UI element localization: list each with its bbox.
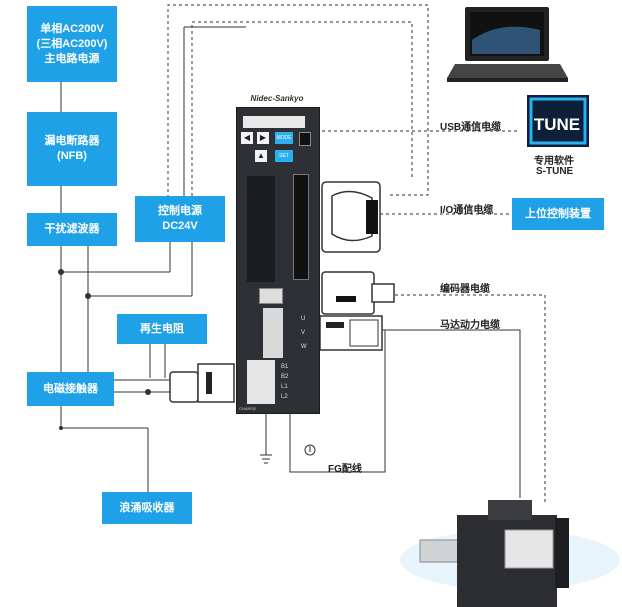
nfb-box: 漏电断路器 (NFB) — [27, 112, 117, 186]
upper-controller-label: 上位控制装置 — [525, 207, 591, 220]
power-terminal-connector-icon — [169, 363, 235, 403]
terminal-label-u: U — [301, 316, 306, 322]
uvw-terminal — [263, 308, 283, 358]
nfb-line1: 漏电断路器 — [44, 135, 100, 147]
regen-resistor-label: 再生电阻 — [140, 322, 184, 335]
usb-port — [299, 132, 311, 146]
terminal-label-w: W — [301, 344, 307, 350]
dashed-top-outer — [167, 4, 429, 210]
noise-filter-box: 干扰滤波器 — [27, 213, 117, 246]
main-power-line1: 单相AC200V — [40, 22, 104, 35]
terminal-label-v: V — [301, 330, 306, 336]
control-power-line1: 控制电源 — [158, 205, 202, 217]
fg-line — [289, 330, 386, 473]
stune-logo-icon: TUNE — [527, 95, 589, 147]
software-line2: S-TUNE — [536, 166, 574, 177]
software-line1: 专用软件 — [534, 156, 574, 167]
terminal-label-l2: L2 — [281, 394, 288, 400]
io-connector-icon — [321, 181, 381, 253]
drive-set-button[interactable]: SET — [275, 150, 293, 162]
surge-absorber-label: 浪涌吸收器 — [119, 501, 175, 514]
encoder-port — [259, 288, 283, 304]
motor-connector-icon — [319, 315, 383, 351]
usb-cable-label: USB通信电缆 — [440, 122, 502, 133]
power-terminal — [247, 360, 275, 404]
io-port — [293, 174, 309, 280]
control-power-line2: DC24V — [162, 220, 198, 232]
surge-absorber-box: 浪涌吸收器 — [102, 492, 192, 524]
fg-wiring-label: FG配线 — [328, 464, 362, 475]
drive-left-button[interactable]: ◀ — [241, 132, 253, 144]
io-cable-label: I/O通信电缆 — [440, 205, 494, 216]
laptop-icon — [447, 7, 568, 82]
noise-filter-label: 干扰滤波器 — [44, 223, 100, 235]
encoder-cable-label: 编码器电缆 — [440, 284, 490, 295]
svg-text:TUNE: TUNE — [534, 115, 580, 134]
servo-motor-icon — [400, 500, 620, 607]
motor-power-cable-label: 马达动力电缆 — [440, 320, 500, 331]
dashed-top-inner — [191, 21, 413, 196]
terminal-label-b1: B1 — [281, 364, 289, 370]
encoder-cable-line — [395, 294, 546, 505]
ground-icon — [304, 444, 316, 456]
drive-brand: Nidec-Sankyo — [250, 94, 304, 103]
main-power-box: 单相AC200V (三相AC200V) 主电路电源 — [27, 6, 117, 82]
main-power-line2: (三相AC200V) — [36, 37, 108, 50]
charge-label: CHARGE — [239, 406, 257, 411]
regen-resistor-box: 再生电阻 — [117, 314, 207, 344]
drive-mode-button[interactable]: MODE — [275, 132, 293, 144]
servo-drive: ◀ ▶ MODE ▲ SET B1 B2 L1 L2 U V W CHARGE — [236, 107, 320, 414]
drive-panel-upper — [247, 176, 275, 282]
upper-controller-box: 上位控制装置 — [512, 198, 604, 230]
terminal-label-l1: L1 — [281, 384, 288, 390]
motor-power-line — [382, 329, 521, 498]
main-power-line3: 主电路电源 — [44, 52, 100, 65]
drive-right-button[interactable]: ▶ — [257, 132, 269, 144]
drive-up-button[interactable]: ▲ — [255, 150, 267, 162]
contactor-box: 电磁接触器 — [27, 372, 114, 406]
terminal-label-b2: B2 — [281, 374, 289, 380]
encoder-connector-icon — [321, 271, 395, 315]
nfb-line2: (NFB) — [57, 150, 87, 162]
drive-display — [243, 116, 305, 128]
control-power-box: 控制电源 DC24V — [135, 196, 225, 242]
contactor-label: 电磁接触器 — [43, 382, 98, 395]
